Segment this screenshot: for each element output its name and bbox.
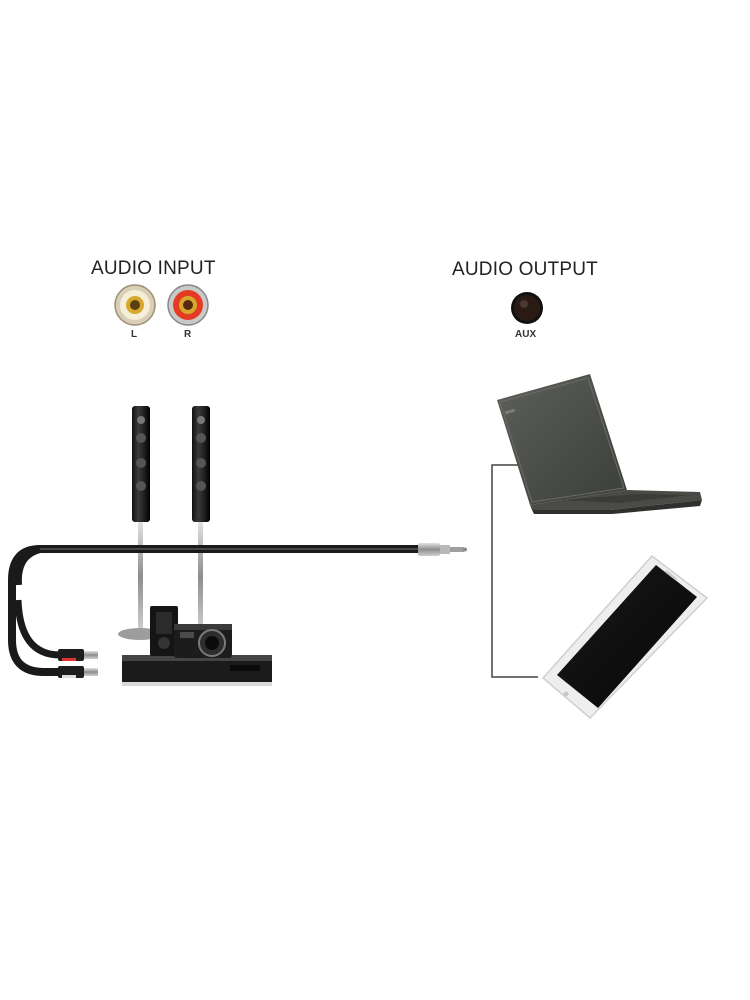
left-channel-label: L (131, 329, 138, 340)
av-receiver-icon (122, 655, 272, 686)
aux-plug-icon (418, 543, 467, 556)
device-connector-line (491, 464, 538, 678)
smartphone-icon (541, 554, 709, 720)
aux-port-label: AUX (515, 329, 537, 340)
audio-input-title: AUDIO INPUT (91, 258, 216, 279)
rca-left-jack-icon (114, 284, 156, 326)
right-channel-label: R (184, 329, 192, 340)
tower-speaker-right-icon (192, 406, 210, 632)
laptop-icon (497, 374, 702, 514)
audio-output-title: AUDIO OUTPUT (452, 259, 598, 280)
tower-speaker-left-icon (118, 406, 162, 640)
camera-icon (174, 624, 232, 658)
rca-to-aux-cable (8, 545, 428, 676)
rca-plug-white-icon (58, 666, 98, 678)
aux-jack-icon (511, 292, 543, 324)
rca-plug-red-icon (58, 649, 98, 661)
center-speaker-icon (150, 606, 178, 656)
rca-right-jack-icon (167, 284, 209, 326)
